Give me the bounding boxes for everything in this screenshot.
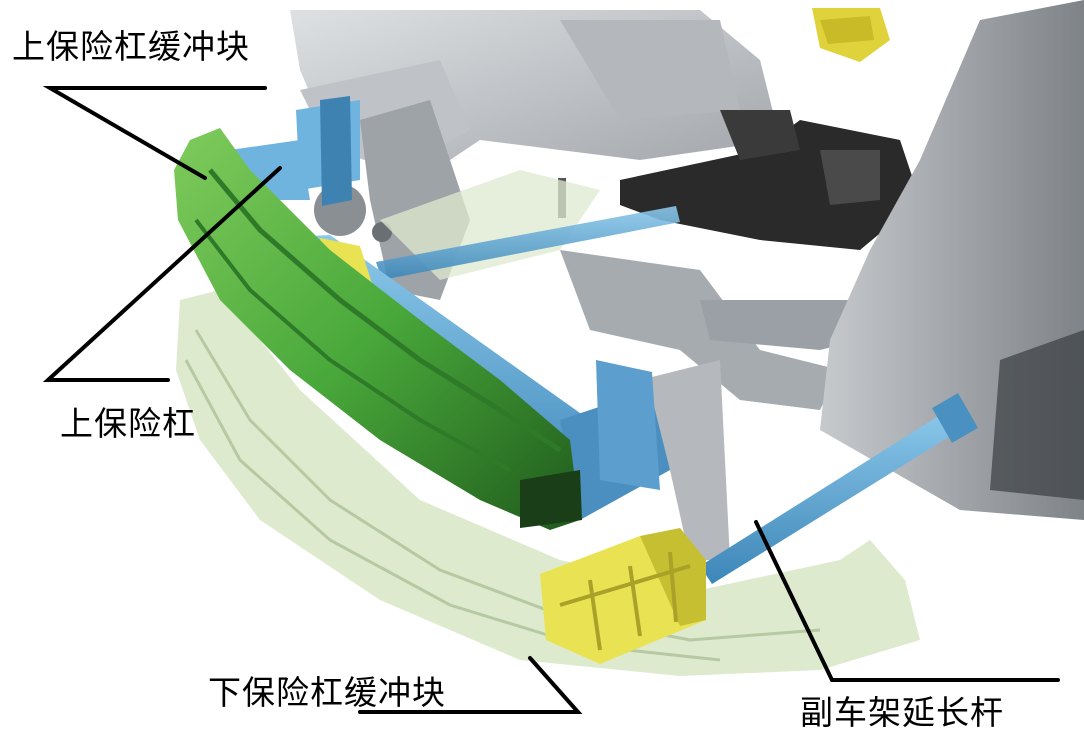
fender-panel (820, 0, 1084, 520)
label-upper-bumper-absorber: 上保险杠缓冲块 (12, 27, 250, 66)
upper-bumper-absorber (174, 128, 582, 530)
label-upper-bumper-beam: 上保险杠 (60, 404, 196, 443)
leader-line-subframe-ext (754, 520, 1060, 682)
leader-line-lower-absorber (358, 656, 583, 714)
lower-bumper-absorber (540, 528, 706, 664)
top-yellow-bracket (812, 8, 890, 62)
label-lower-bumper-absorber: 下保险杠缓冲块 (208, 673, 446, 712)
leader-line-upper-absorber (42, 86, 267, 180)
leader-line-upper-beam (42, 166, 282, 382)
label-subframe-extension-rod: 副车架延长杆 (800, 693, 1004, 732)
leader-lines (42, 86, 1060, 714)
suspension-arm (558, 110, 920, 250)
